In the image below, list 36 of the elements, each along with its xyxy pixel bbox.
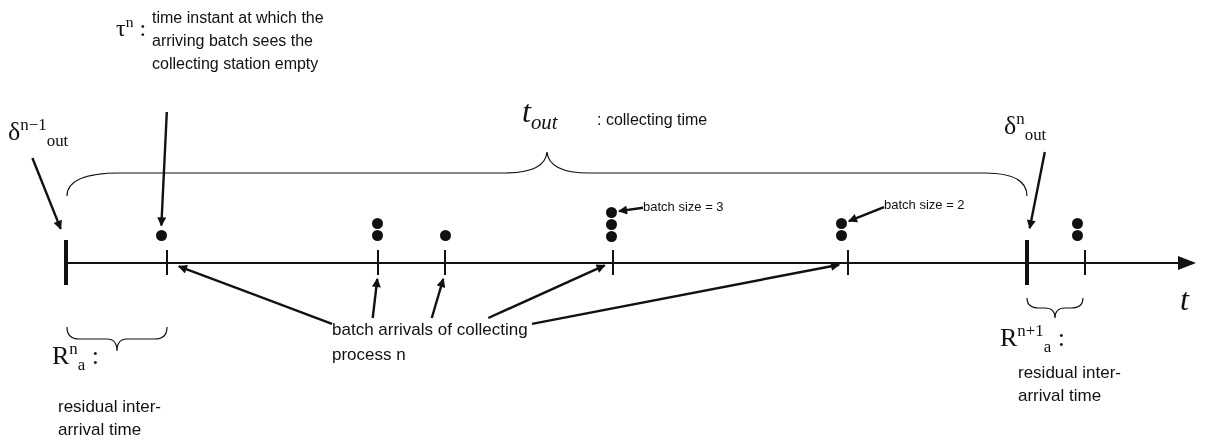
- arrow: [178, 265, 333, 325]
- tick-mark: [377, 250, 379, 275]
- tick-mark: [1025, 240, 1029, 285]
- arrow: [371, 278, 381, 319]
- tick-mark: [64, 240, 68, 285]
- arrow: [31, 157, 62, 230]
- batch-size-label: batch size = 3: [643, 199, 725, 215]
- symbol-label: t$_{out}$: [522, 92, 558, 131]
- symbol-label: R$^{n+1}$$_{a}$ :: [1000, 322, 1065, 354]
- annotation-text: residual inter-arrival time: [58, 396, 162, 441]
- arrow: [531, 261, 841, 325]
- arrow: [487, 264, 606, 320]
- symbol-label: τ$^{n}$ :: [116, 14, 147, 43]
- arrow: [848, 205, 885, 223]
- annotation-text: time instant at which the arriving batch sees the collecting station empty: [152, 8, 324, 75]
- tick-mark: [166, 250, 168, 275]
- tick-mark: [847, 250, 849, 275]
- batch-dots: [372, 218, 383, 241]
- arrow: [1026, 151, 1046, 230]
- axis-label: t: [1180, 280, 1189, 319]
- batch-dots: [440, 229, 451, 241]
- arrow: [157, 111, 168, 227]
- annotation-text: batch arrivals of collecting process n: [332, 319, 529, 366]
- arrow: [618, 205, 644, 215]
- annotation-text: residual inter-arrival time: [1018, 362, 1122, 407]
- batch-size-label: batch size = 2: [884, 197, 966, 213]
- tick-mark: [612, 250, 614, 275]
- batch-dots: [836, 218, 847, 241]
- tick-mark: [1084, 250, 1086, 275]
- tick-mark: [444, 250, 446, 275]
- batch-dots: [606, 206, 617, 241]
- arrow: [430, 277, 446, 319]
- annotation-text: : collecting time: [597, 110, 708, 130]
- symbol-label: R$^{n}$$_{a}$ :: [52, 340, 100, 372]
- batch-dots: [1072, 218, 1083, 241]
- batch-dots: [156, 229, 167, 241]
